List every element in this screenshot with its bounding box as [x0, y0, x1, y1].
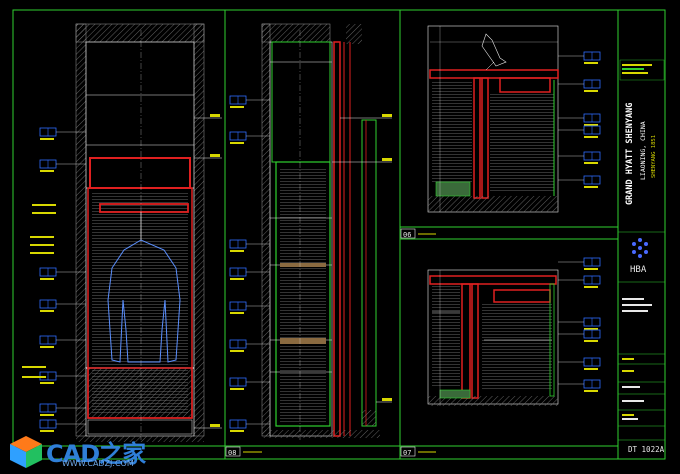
- mid-2-tag-note: [230, 250, 244, 252]
- drawing-number: DT 1022A: [628, 445, 665, 454]
- watermark-brand: CAD之家: [46, 440, 146, 468]
- v06-4-tag-note: [584, 162, 598, 164]
- v07-5-tag-note: [584, 390, 598, 392]
- left-0-tag-note: [40, 138, 54, 140]
- firm-logo: [632, 238, 648, 258]
- elevation-left: [75, 23, 222, 442]
- mid-6-tag-note: [230, 388, 244, 390]
- left-4-tag-note: [40, 346, 54, 348]
- view-08-tag: 08: [228, 449, 236, 457]
- left-elevation-tags: [22, 127, 86, 432]
- mid-3-tag-note: [230, 278, 244, 280]
- left-1-tag-note: [40, 170, 54, 172]
- firm-name: HBA: [630, 265, 647, 275]
- project-name: GRAND HYATT SHENYANG: [625, 103, 635, 205]
- left-note-4: [30, 252, 54, 254]
- v06-5-tag-note: [584, 186, 598, 188]
- v06-2-tag-note: [584, 124, 598, 126]
- mid-1-tag-note: [230, 142, 244, 144]
- view-08-tag-box: [225, 446, 241, 457]
- section-view-07: [427, 269, 559, 406]
- left-5-tag-note: [40, 382, 54, 384]
- mid-7-tag-note: [230, 430, 244, 432]
- v06-3-tag-note: [584, 136, 598, 138]
- sheet-border: [12, 9, 666, 460]
- view-06-tag: 06: [403, 231, 411, 239]
- left-2-tag-note: [40, 278, 54, 280]
- v07-3-tag-note: [584, 340, 598, 342]
- title-block: GRAND HYATT SHENYANG LIAONING, CHINA SHE…: [618, 59, 665, 454]
- view-06-tags: [558, 51, 601, 188]
- left-note-2: [30, 236, 54, 238]
- watermark-url: WWW.CADZJ.COM: [62, 459, 134, 468]
- left-note-3: [30, 244, 54, 246]
- mid-4-tag-note: [230, 312, 244, 314]
- mid-5-tag-note: [230, 350, 244, 352]
- middle-elevation-tags: [229, 95, 270, 432]
- elevation-middle: [261, 23, 392, 440]
- view-07-tags: [558, 257, 601, 392]
- v07-4-tag-note: [584, 368, 598, 370]
- section-view-06: [427, 25, 559, 213]
- view-06-tag-box: [400, 228, 416, 239]
- left-note-1: [32, 212, 56, 214]
- left-3-tag-note: [40, 310, 54, 312]
- mid-0-tag-note: [230, 106, 244, 108]
- view-07-tag-box: [400, 446, 416, 457]
- v06-1-tag-note: [584, 90, 598, 92]
- watermark-logo: CAD之家 WWW.CADZJ.COM: [2, 432, 152, 472]
- left-note-5: [22, 366, 46, 368]
- left-7-tag-note: [40, 430, 54, 432]
- project-location: LIAONING, CHINA: [639, 121, 647, 180]
- v07-1-tag-note: [584, 286, 598, 288]
- left-note-0: [32, 204, 56, 206]
- cube-icon: [10, 436, 42, 468]
- view-07-tag: 07: [403, 449, 411, 457]
- left-6-tag-note: [40, 414, 54, 416]
- project-number: SHENYANG 1851: [651, 135, 657, 178]
- v07-0-tag-note: [584, 268, 598, 270]
- v07-2-tag-note: [584, 328, 598, 330]
- left-note-6: [22, 376, 46, 378]
- v06-0-tag-note: [584, 62, 598, 64]
